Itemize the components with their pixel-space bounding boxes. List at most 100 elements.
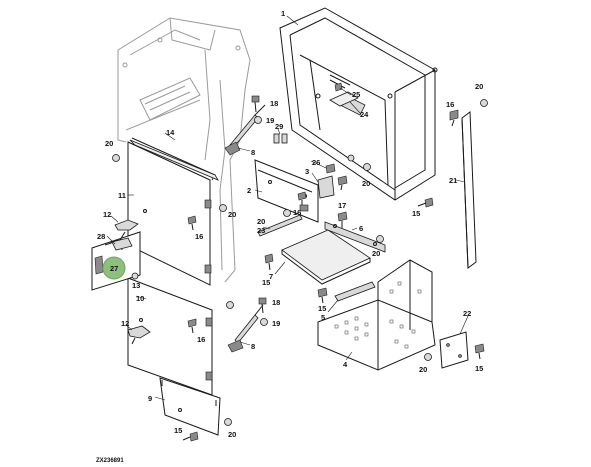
callout-3: 3 xyxy=(305,167,309,176)
callout-5: 5 xyxy=(321,313,325,322)
bolt-15-b xyxy=(264,253,274,271)
callout-4: 4 xyxy=(343,360,348,369)
cover-plate xyxy=(439,331,469,369)
callout-11: 11 xyxy=(118,191,126,200)
callout-23: 23 xyxy=(257,226,265,235)
bolt-16-c xyxy=(187,318,197,334)
lower-cage xyxy=(317,259,436,371)
support-bar xyxy=(334,281,376,302)
bolt-17 xyxy=(337,211,348,228)
bolt-26 xyxy=(325,163,336,174)
callout-labels: 1 2 3 4 5 6 7 8 8 9 10 11 12 12 13 14 15… xyxy=(97,9,483,439)
latch-28 xyxy=(111,237,133,251)
nut-20-c xyxy=(283,209,291,217)
callout-13: 13 xyxy=(132,281,140,290)
callout-19b: 19 xyxy=(272,319,280,328)
upper-door xyxy=(127,137,216,286)
callout-16c: 16 xyxy=(197,335,205,344)
highlight-circle xyxy=(102,256,126,280)
bolt-16-a xyxy=(449,109,459,127)
inner-plate xyxy=(329,91,359,107)
callout-16a: 16 xyxy=(446,100,454,109)
callout-15d: 15 xyxy=(475,364,483,373)
callout-20c: 20 xyxy=(257,217,265,226)
small-bracket xyxy=(317,175,335,199)
callout-22: 22 xyxy=(463,309,471,318)
vertical-strip xyxy=(461,111,477,269)
nut-20-h xyxy=(224,418,232,426)
callout-18b: 18 xyxy=(272,298,280,307)
callout-25: 25 xyxy=(352,90,360,99)
bolt-15-e xyxy=(182,431,199,442)
washer-19-lower xyxy=(260,318,268,326)
callout-16d: 16 xyxy=(293,208,301,217)
callout-20f: 20 xyxy=(419,365,427,374)
callout-26: 26 xyxy=(312,158,320,167)
callout-20b: 20 xyxy=(228,210,236,219)
bolt-15-a xyxy=(417,197,434,208)
figure-id: ZX236891 xyxy=(96,458,124,464)
callout-2: 2 xyxy=(247,186,251,195)
callout-20g: 20 xyxy=(228,430,236,439)
bolt-16-d xyxy=(297,191,307,205)
callout-6: 6 xyxy=(359,224,363,233)
bolt-18-upper xyxy=(251,95,260,113)
callout-17: 17 xyxy=(338,201,346,210)
nut-26-b xyxy=(347,154,355,162)
callout-20a: 20 xyxy=(105,139,113,148)
door-seal-strip xyxy=(129,139,219,181)
callout-21: 21 xyxy=(449,176,457,185)
angle-bracket xyxy=(324,221,386,253)
bolt-15-d xyxy=(474,343,485,360)
nut-20-i xyxy=(226,301,234,309)
bracket-plate xyxy=(254,159,319,223)
callout-20e: 20 xyxy=(362,179,370,188)
callout-16b: 16 xyxy=(195,232,203,241)
nut-13 xyxy=(131,272,139,280)
tray xyxy=(281,229,371,285)
callout-19a: 19 xyxy=(266,116,274,125)
callout-10: 10 xyxy=(136,294,144,303)
leader-lines xyxy=(106,15,469,401)
callout-24: 24 xyxy=(360,110,369,119)
lower-panel xyxy=(159,377,221,436)
bolts xyxy=(182,82,485,442)
washer-19-upper xyxy=(254,116,262,124)
clips xyxy=(273,133,288,144)
callout-8b: 8 xyxy=(251,342,255,351)
callout-15b: 15 xyxy=(262,278,270,287)
callout-29: 29 xyxy=(275,122,283,131)
bolt-3 xyxy=(337,175,348,191)
nut-20-a xyxy=(112,154,120,162)
latch-lower xyxy=(127,325,151,345)
callout-28: 28 xyxy=(97,232,105,241)
bolt-18-lower xyxy=(258,297,267,314)
callout-12a: 12 xyxy=(103,210,111,219)
callout-15a: 15 xyxy=(412,209,420,218)
callout-18a: 18 xyxy=(270,99,278,108)
nut-20-f xyxy=(480,99,488,107)
nut-20-b xyxy=(219,204,227,212)
mounting-rail xyxy=(257,214,303,237)
callout-1: 1 xyxy=(281,9,285,18)
callout-14: 14 xyxy=(166,128,175,137)
callout-15c: 15 xyxy=(318,304,326,313)
bolt-15-c xyxy=(317,287,328,304)
nut-20-e xyxy=(363,163,371,171)
gas-strut-lower xyxy=(227,304,264,353)
bolt-16-b xyxy=(187,215,197,231)
nut-20-g xyxy=(424,353,432,361)
callout-27: 27 xyxy=(110,264,118,273)
gas-strut-upper xyxy=(224,104,266,156)
nut-20-d xyxy=(376,235,384,243)
machine-frame-outline xyxy=(117,17,251,283)
callout-12b: 12 xyxy=(121,319,129,328)
cabinet-box xyxy=(279,7,438,201)
callout-7: 7 xyxy=(269,272,273,281)
washers xyxy=(112,99,488,426)
callout-8a: 8 xyxy=(251,148,255,157)
callout-15e: 15 xyxy=(174,426,182,435)
callout-9: 9 xyxy=(148,394,152,403)
callout-20d: 20 xyxy=(475,82,483,91)
